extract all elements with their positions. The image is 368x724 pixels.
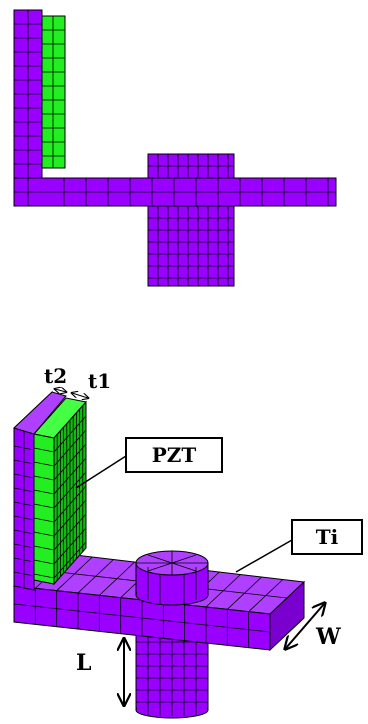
- pzt-callout: PZT: [75, 437, 223, 489]
- width-arrow: [286, 604, 324, 648]
- t2-label: t2: [44, 364, 67, 388]
- width-label: W: [315, 624, 341, 650]
- length-label: L: [76, 650, 91, 676]
- ti-callout: Ti: [235, 519, 363, 573]
- t1-arrow: [72, 393, 88, 398]
- ti-label: Ti: [316, 525, 339, 549]
- pzt-label: PZT: [152, 443, 197, 467]
- ti-label-box: [291, 519, 363, 555]
- iso-cylinder-upper: [135, 550, 209, 606]
- isometric-view: PZT Ti t2 t1 W L: [12, 364, 363, 719]
- front-pzt-layer: [41, 15, 66, 169]
- front-view: [13, 9, 337, 287]
- iso-pzt-layer: [33, 397, 87, 586]
- front-mesh-lines: [14, 10, 336, 286]
- t1-label: t1: [88, 369, 111, 393]
- t2-arrow: [55, 389, 66, 392]
- pzt-label-box: [125, 437, 223, 473]
- front-cylinder-bottom: [147, 205, 235, 287]
